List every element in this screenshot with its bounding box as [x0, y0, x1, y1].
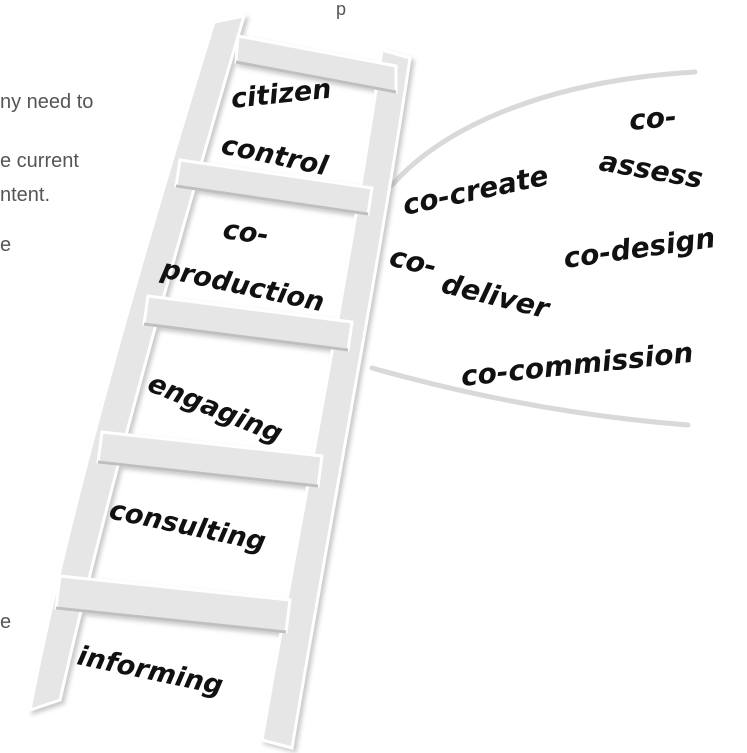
ladder-rung-5	[54, 574, 292, 634]
term-co-create: co-create	[400, 159, 552, 222]
background-text-line-4: e	[0, 234, 12, 256]
ladder-rung-4	[96, 430, 324, 488]
bracket-top-line	[389, 69, 698, 188]
background-text-line-5: e	[0, 611, 12, 633]
term-co-design: co-design	[561, 221, 717, 275]
background-text-line-2: e current	[0, 150, 79, 172]
background-text-top: p	[336, 0, 347, 19]
term-co-commission: co-commission	[459, 336, 695, 393]
bracket-lines	[369, 69, 698, 428]
background-text-line-1: ny need to	[0, 91, 94, 113]
label-consulting: consulting	[107, 495, 269, 558]
ladder-shadows	[55, 60, 397, 634]
term-co-assess-2: assess	[597, 144, 706, 195]
bracket-bottom-line	[369, 365, 691, 428]
background-text-line-3: ntent.	[0, 184, 51, 206]
ladder	[28, 14, 412, 750]
term-co-assess-1: co-	[628, 100, 678, 137]
term-co-deliver-1: co-	[386, 240, 440, 284]
label-co-hyphen: co-	[221, 214, 271, 251]
term-co-deliver-2: deliver	[438, 267, 554, 326]
label-informing: informing	[75, 641, 226, 702]
ladder-right-rail	[260, 48, 412, 750]
label-citizen: citizen	[229, 74, 332, 115]
